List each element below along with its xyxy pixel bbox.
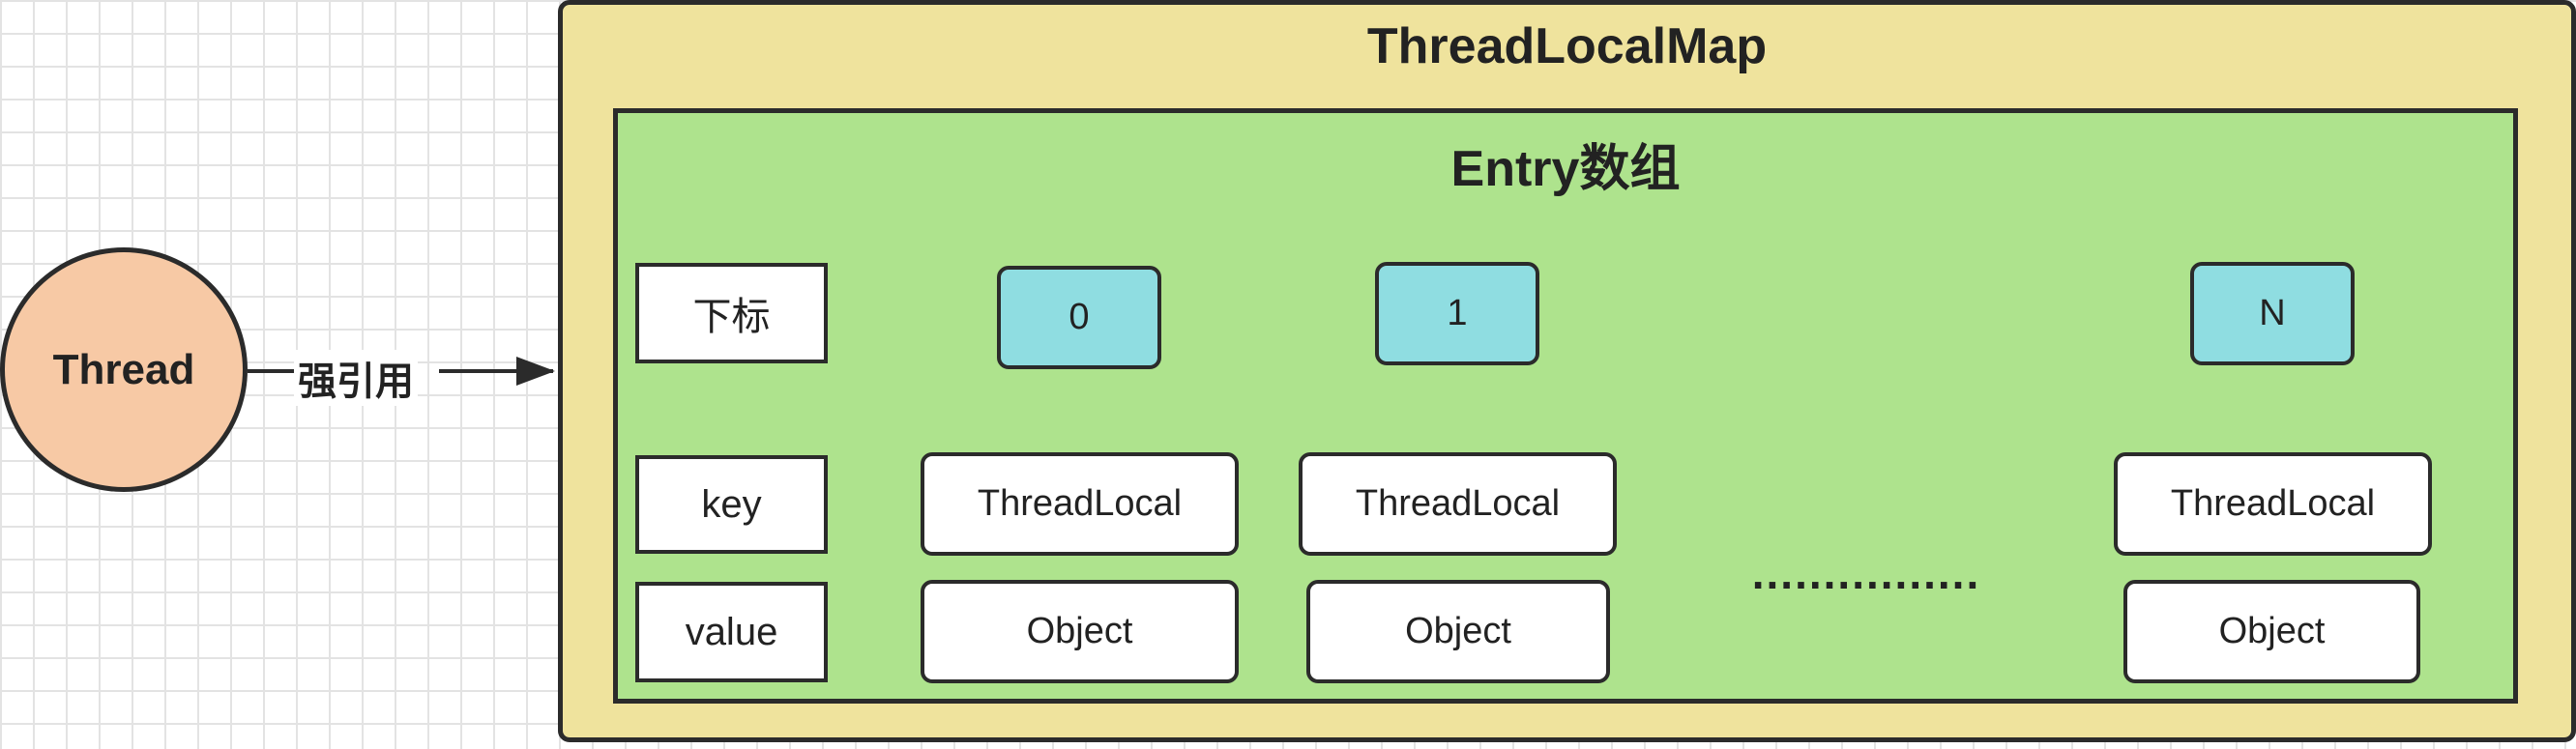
index-row-label: 下标: [635, 263, 828, 363]
index-cell-n: N: [2190, 262, 2355, 365]
key-cell-0: ThreadLocal: [921, 452, 1239, 556]
thread-label: Thread: [52, 345, 195, 393]
value-cell-1: Object: [1306, 580, 1610, 683]
value-row-label: value: [635, 582, 828, 682]
key-row-label: key: [635, 455, 828, 554]
index-cell-0: 0: [997, 266, 1161, 369]
thread-node: Thread: [0, 247, 248, 492]
value-cell-n: Object: [2123, 580, 2420, 683]
index-cell-1: 1: [1375, 262, 1539, 365]
entry-array-title: Entry数组: [1450, 141, 1681, 197]
key-cell-n: ThreadLocal: [2114, 452, 2432, 556]
value-cell-0: Object: [921, 580, 1239, 683]
strong-reference-label: 强引用: [294, 350, 418, 406]
threadlocalmap-title: ThreadLocalMap: [1366, 18, 1768, 74]
ellipsis: ................: [1751, 548, 1981, 598]
key-cell-1: ThreadLocal: [1299, 452, 1617, 556]
